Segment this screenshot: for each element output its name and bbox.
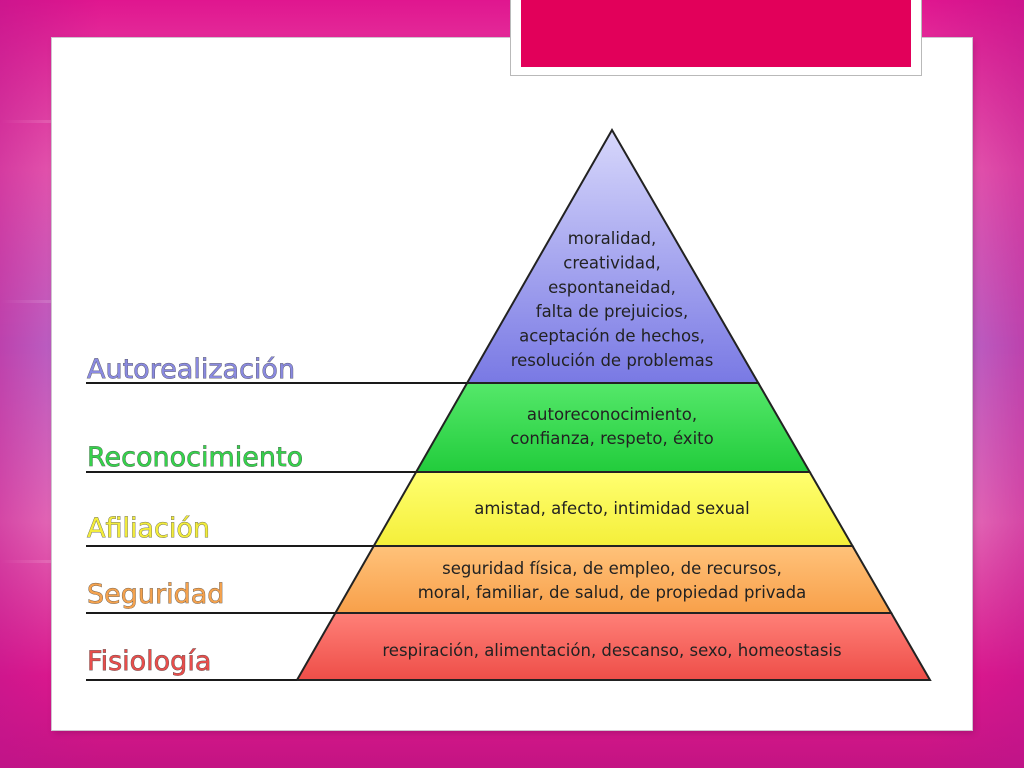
pyramid-tier-4 <box>333 545 893 614</box>
tier-1-description-line: resolución de problemas <box>511 351 714 370</box>
level-label-5: Fisiología <box>87 646 211 677</box>
title-placeholder <box>510 0 922 76</box>
tier-1-description-line: falta de prejuicios, <box>536 302 688 321</box>
tier-2-description-line: confianza, respeto, éxito <box>510 429 713 448</box>
tier-1-description-line: moralidad, <box>568 229 657 248</box>
tier-4-description-line: seguridad física, de empleo, de recursos… <box>442 559 782 578</box>
pyramid-tier-2 <box>414 382 812 473</box>
tier-1-description-line: aceptación de hechos, <box>519 327 705 346</box>
tier-5-description-line: respiración, alimentación, descanso, sex… <box>382 641 841 660</box>
tier-1-description-line: creatividad, <box>563 253 660 272</box>
level-label-3: Afiliación <box>87 513 210 544</box>
level-label-4: Seguridad <box>87 579 224 610</box>
pyramid-tier-5 <box>295 612 932 681</box>
level-label-1: Autorealización <box>87 354 295 385</box>
level-label-2: Reconocimiento <box>87 442 303 473</box>
tier-1-description-line: espontaneidad, <box>548 278 676 297</box>
tier-2-description-line: autoreconocimiento, <box>527 405 697 424</box>
tier-3-description-line: amistad, afecto, intimidad sexual <box>474 499 750 518</box>
title-bar <box>521 0 911 67</box>
tier-4-description-line: moral, familiar, de salud, de propiedad … <box>418 583 807 602</box>
